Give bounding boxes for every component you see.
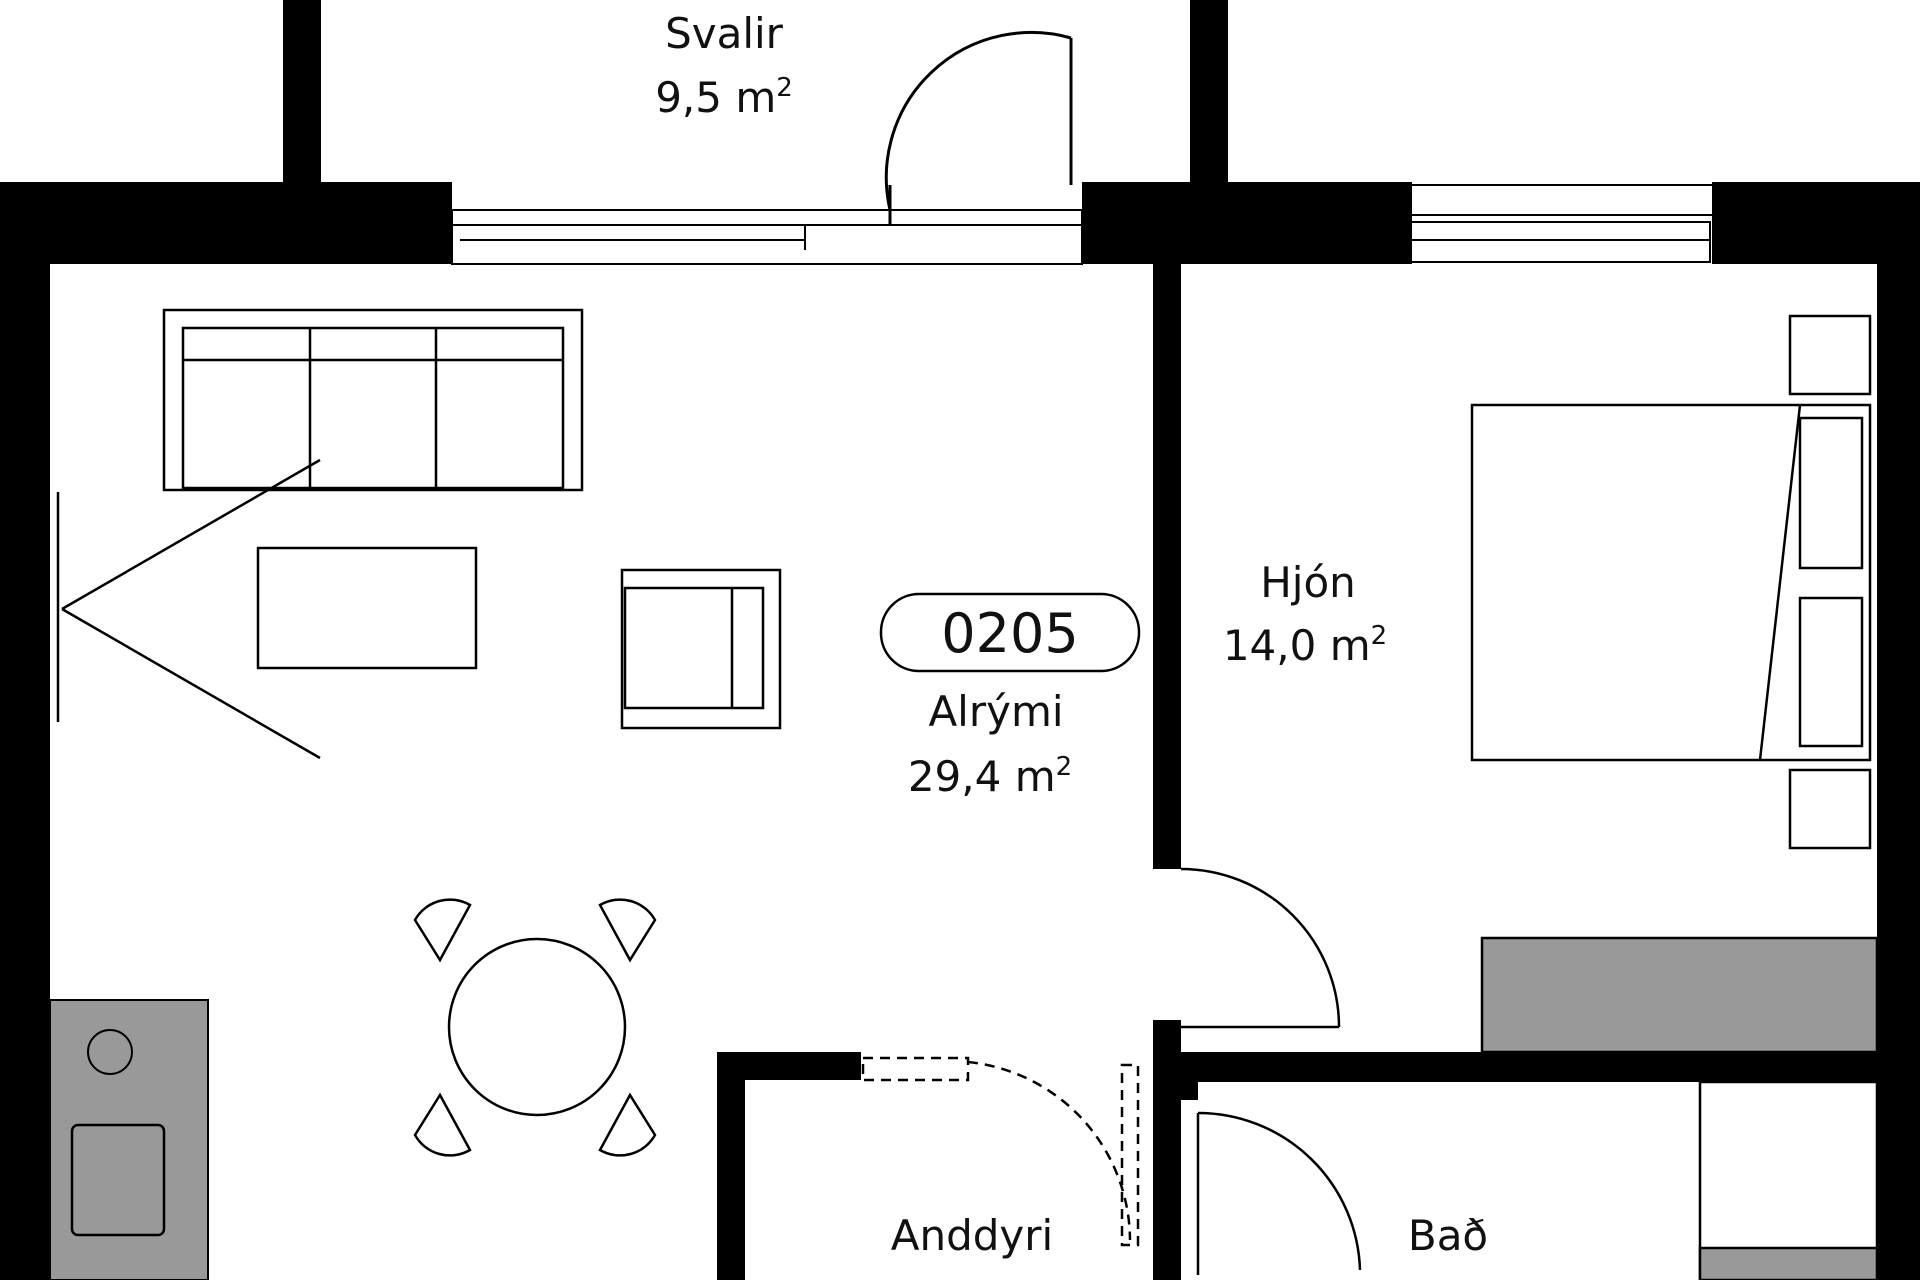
unit-badge [879, 592, 1141, 673]
balcony-door [884, 30, 1073, 225]
furniture-bedroom [1180, 314, 1879, 1054]
room-name-svalir: Svalir [665, 9, 784, 58]
windows [0, 184, 1716, 861]
room-name-anddyri: Anddyri [891, 1211, 1053, 1260]
kitchen [49, 999, 209, 1280]
room-area-alrymi: 29,4 m2 [908, 752, 1072, 801]
room-area-svalir: 9,5 m2 [655, 73, 793, 122]
room-name-alrymi: Alrými [928, 687, 1063, 736]
furniture-living [56, 308, 782, 1157]
unit-number: 0205 [941, 602, 1078, 665]
entry-bath [861, 1056, 1879, 1280]
room-area-hjon: 14,0 m2 [1223, 621, 1387, 670]
room-name-hjon: Hjón [1260, 558, 1356, 607]
labels: Svalir 9,5 m2 0205 Alrými 29,4 m2 Hjón 1… [655, 9, 1488, 1260]
room-name-bad: Bað [1408, 1211, 1488, 1260]
